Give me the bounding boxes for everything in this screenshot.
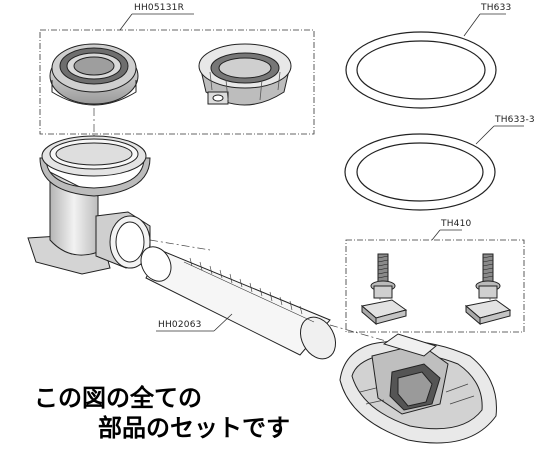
drain-body xyxy=(27,135,151,275)
pipe-label: HH02063 xyxy=(158,320,202,330)
pipe xyxy=(140,246,337,360)
seal-set-leader xyxy=(119,13,194,31)
oring-large xyxy=(345,31,497,109)
oring-small-leader xyxy=(475,125,524,145)
trap-fitting xyxy=(339,333,497,444)
caption-line-1: この図の全ての xyxy=(34,384,202,412)
oring-small-label: TH633-3 xyxy=(495,115,535,125)
bolt-set-label: TH410 xyxy=(441,219,472,229)
bolt-set-box xyxy=(345,239,525,333)
oring-large-label: TH633 xyxy=(481,3,512,13)
bolt-right xyxy=(464,253,512,326)
oring-large-leader xyxy=(463,13,506,37)
bolt-left xyxy=(360,253,408,326)
oring-small xyxy=(344,133,496,211)
seal-set-box xyxy=(39,29,315,135)
caption-line-2: 部品のセットです xyxy=(98,414,290,442)
bolt-set-leader xyxy=(431,229,462,241)
seal-set-label: HH05131R xyxy=(134,3,185,13)
seal-nut-right xyxy=(198,43,292,106)
seal-ring-left xyxy=(49,43,139,106)
pipe-leader xyxy=(156,313,233,332)
